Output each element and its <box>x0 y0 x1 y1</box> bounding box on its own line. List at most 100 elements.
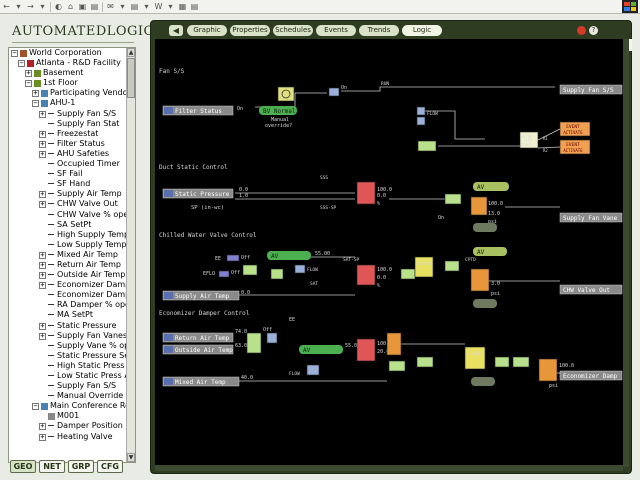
tree-item[interactable]: −Atlanta - R&D Facility <box>9 58 127 68</box>
tree-item[interactable]: Economizer Damp <box>9 290 127 300</box>
tree-item[interactable]: + AHU Safeties <box>9 149 127 159</box>
collapse-icon[interactable]: − <box>32 99 39 108</box>
tree-item-label: Basement <box>43 68 84 78</box>
expand-icon[interactable]: + <box>39 129 46 138</box>
tree-item[interactable]: +Return Air Temp <box>9 260 127 270</box>
refresh-icon[interactable]: ◐ <box>55 2 62 11</box>
expand-icon[interactable]: + <box>39 331 46 340</box>
tree-item[interactable]: +Outside Air Temp <box>9 270 127 280</box>
tab-logic[interactable]: Logic <box>402 25 442 36</box>
tree-item[interactable]: +Heating Valve <box>9 432 127 442</box>
tree-item[interactable]: SF Hand <box>9 179 127 189</box>
tree-item[interactable]: Occupied Timer <box>9 159 127 169</box>
tree-item[interactable]: RA Damper % ope <box>9 300 127 310</box>
scroll-thumb[interactable] <box>127 58 135 98</box>
expand-icon[interactable]: + <box>39 190 46 199</box>
tab-cfg[interactable]: CFG <box>97 460 123 473</box>
collapse-icon[interactable]: − <box>25 79 32 88</box>
expand-icon[interactable]: + <box>32 89 39 98</box>
help-icon[interactable]: ? <box>589 26 598 35</box>
tree-item[interactable]: Supply Fan S/S <box>9 381 127 391</box>
tree-item[interactable]: − 1st Floor <box>9 78 127 88</box>
chevron-down-icon[interactable]: ▾ <box>40 2 45 11</box>
collapse-icon[interactable]: − <box>11 49 18 57</box>
chevron-down-icon[interactable]: ▾ <box>120 2 125 11</box>
canvas-horizontal-scrollbar[interactable] <box>155 465 623 471</box>
tab-events[interactable]: Events <box>316 25 356 36</box>
tab-properties[interactable]: Properties <box>230 25 270 36</box>
chevron-down-icon[interactable]: ▾ <box>16 2 21 11</box>
canvas-vertical-scrollbar[interactable] <box>623 39 629 467</box>
tree-item[interactable]: Manual Override S <box>9 391 127 401</box>
scroll-up-icon[interactable]: ▲ <box>127 48 135 57</box>
expand-icon[interactable]: + <box>39 109 46 118</box>
expand-icon[interactable]: + <box>39 432 46 441</box>
tab-grp[interactable]: GRP <box>68 460 94 473</box>
tab-graphic[interactable]: Graphic <box>187 25 227 36</box>
input-block <box>162 188 234 199</box>
tree-item[interactable]: Static Pressure Se <box>9 351 127 361</box>
scroll-down-icon[interactable]: ▼ <box>127 453 135 462</box>
tree-item[interactable]: +Damper Position <box>9 421 127 431</box>
tree-item[interactable]: Supply Fan Stat <box>9 119 127 129</box>
tree-item[interactable]: MA SetPt <box>9 310 127 320</box>
tree-item[interactable]: +Freezestat <box>9 129 127 139</box>
tree-item[interactable]: −AHU-1 <box>9 98 127 108</box>
tab-geo[interactable]: GEO <box>10 460 36 473</box>
chevron-down-icon[interactable]: ▾ <box>168 2 173 11</box>
alarm-icon[interactable] <box>577 26 586 35</box>
tree-item[interactable]: CHW Valve % ope <box>9 210 127 220</box>
tree-item[interactable]: High Supply Temp <box>9 230 127 240</box>
expand-icon[interactable]: + <box>25 69 32 78</box>
tree-item[interactable]: M001 <box>9 411 127 421</box>
expand-icon[interactable]: + <box>39 139 46 148</box>
expand-icon[interactable]: + <box>39 422 46 431</box>
tree-item[interactable]: +Economizer Damp <box>9 280 127 290</box>
word-icon[interactable]: W <box>154 2 163 11</box>
collapse-icon[interactable]: − <box>32 402 39 411</box>
tree-item[interactable]: +Mixed Air Temp <box>9 250 127 260</box>
tab-trends[interactable]: Trends <box>359 25 399 36</box>
expand-icon[interactable]: + <box>39 260 46 269</box>
tree-item[interactable]: SA SetPt <box>9 220 127 230</box>
chevron-down-icon[interactable]: ▾ <box>144 2 149 11</box>
expand-icon[interactable]: + <box>39 149 46 158</box>
tab-schedules[interactable]: Schedules <box>273 25 313 36</box>
tree-item[interactable]: + Basement <box>9 68 127 78</box>
expand-icon[interactable]: + <box>39 200 46 209</box>
tree-item[interactable]: Low Static Press A <box>9 371 127 381</box>
back-arrow-icon[interactable]: ◀ <box>169 25 183 36</box>
history-icon[interactable]: ▤ <box>90 2 99 11</box>
expand-icon[interactable]: + <box>39 321 46 330</box>
tree-item[interactable]: +CHW Valve Out <box>9 199 127 209</box>
home-icon[interactable]: ⌂ <box>67 2 74 11</box>
expand-icon[interactable]: + <box>39 250 46 259</box>
tree-item[interactable]: −Main Conference Roo <box>9 401 127 411</box>
favorites-icon[interactable]: ▣ <box>78 2 87 11</box>
tree-scrollbar[interactable]: ▲ ▼ <box>126 48 135 462</box>
tree-item-label: 1st Floor <box>43 78 78 88</box>
tree-item-label: AHU Safeties <box>57 148 110 158</box>
print-icon[interactable]: ▤ <box>130 2 139 11</box>
mail-icon[interactable]: ✉ <box>107 2 114 11</box>
tree-item[interactable]: +Filter Status <box>9 139 127 149</box>
tree-item-label: Supply Air Temp <box>57 189 122 199</box>
tree-item[interactable]: +Supply Fan S/S <box>9 109 127 119</box>
collapse-icon[interactable]: − <box>18 59 25 68</box>
tree-item[interactable]: −World Corporation <box>9 48 127 58</box>
tab-net[interactable]: NET <box>39 460 65 473</box>
tree-item[interactable]: +Participating Vendors <box>9 88 127 98</box>
tree-item[interactable]: SF Fail <box>9 169 127 179</box>
tree-item[interactable]: + Supply Air Temp <box>9 189 127 199</box>
tree-item[interactable]: Supply Vane % op <box>9 341 127 351</box>
tree-item[interactable]: +Static Pressure <box>9 321 127 331</box>
forward-icon[interactable]: → <box>27 2 34 11</box>
tree-item[interactable]: Low Supply Temp. <box>9 240 127 250</box>
expand-icon[interactable]: + <box>39 271 46 280</box>
discuss-icon[interactable]: ▦ <box>178 2 187 11</box>
expand-icon[interactable]: + <box>39 281 46 290</box>
messenger-icon[interactable]: ▤ <box>190 2 199 11</box>
back-icon[interactable]: ← <box>3 2 10 11</box>
tree-item[interactable]: +Supply Fan Vanes <box>9 331 127 341</box>
tree-item[interactable]: High Static Press A <box>9 361 127 371</box>
